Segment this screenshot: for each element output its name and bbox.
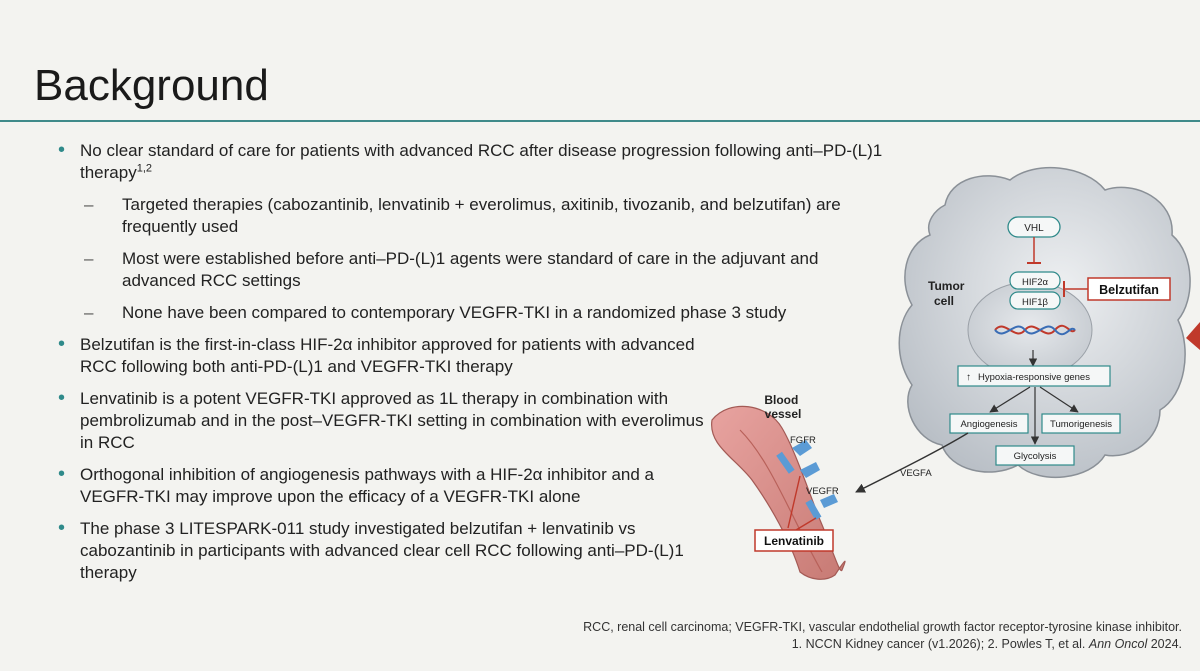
bullet-dot: • — [58, 387, 66, 409]
bullet-item: • No clear standard of care for patients… — [58, 139, 888, 184]
sub-bullet-text: Targeted therapies (cabozantinib, lenvat… — [122, 195, 841, 236]
bullet-item: • The phase 3 LITESPARK-011 study invest… — [58, 517, 720, 584]
bullet-text: Orthogonal inhibition of angiogenesis pa… — [80, 465, 654, 506]
bullet-text: Lenvatinib is a potent VEGFR-TKI approve… — [80, 389, 704, 452]
blood-vessel-lumen — [739, 429, 823, 573]
sub-bullet-text: Most were established before anti–PD-(L)… — [122, 249, 819, 290]
bullet-dot: • — [58, 333, 66, 355]
sub-bullet-dash: – — [84, 195, 94, 214]
lenvatinib-line-fgfr — [787, 475, 801, 529]
bullet-item: • Orthogonal inhibition of angiogenesis … — [58, 463, 720, 508]
belzutifan-label: Belzutifan — [1099, 283, 1159, 297]
footnote-references: 1. NCCN Kidney cancer (v1.2026); 2. Powl… — [583, 636, 1182, 653]
vhl-label: VHL — [1024, 223, 1044, 234]
blood-vessel-label: Blood vessel — [764, 393, 801, 421]
hif1b-label: HIF1β — [1022, 297, 1049, 308]
citation-superscript: 1,2 — [136, 162, 152, 175]
genes-to-tumorigenesis-arrow — [1039, 386, 1079, 413]
pointer-arrow-icon — [1186, 322, 1200, 350]
vegfr-receptor-icon — [805, 494, 838, 521]
tumor-cell-label: Tumor cell — [928, 279, 968, 308]
bullet-dot: • — [58, 463, 66, 485]
glycolysis-box — [995, 445, 1075, 466]
dna-helix-icon — [994, 324, 1076, 336]
glycolysis-label: Glycolysis — [1014, 451, 1057, 462]
lenvatinib-box — [754, 529, 834, 552]
genes-to-angiogenesis-arrow — [989, 386, 1031, 413]
sub-bullet-text: None have been compared to contemporary … — [122, 303, 787, 322]
bullet-item: • Belzutifan is the first-in-class HIF-2… — [58, 333, 720, 378]
fgfr-label: FGFR — [790, 435, 816, 446]
bullet-list: • No clear standard of care for patients… — [58, 139, 888, 594]
vegfr-label: VEGFR — [806, 486, 839, 497]
hif1b-node — [1009, 291, 1061, 310]
lenvatinib-label: Lenvatinib — [764, 534, 824, 548]
reference-text: 1. NCCN Kidney cancer (v1.2026); 2. Powl… — [791, 637, 1089, 651]
angiogenesis-box — [949, 413, 1029, 434]
hypoxia-genes-box — [957, 365, 1111, 387]
bullet-text: No clear standard of care for patients w… — [80, 141, 883, 182]
journal-name: Ann Oncol — [1088, 637, 1148, 651]
angiogenesis-label: Angiogenesis — [960, 419, 1017, 430]
hif2a-label: HIF2α — [1022, 277, 1049, 288]
lenvatinib-line-vegfr — [795, 517, 817, 531]
reference-year: 2024. — [1147, 637, 1182, 651]
title-divider — [0, 120, 1200, 122]
hypoxia-genes-label: Hypoxia-responsive genes — [978, 372, 1090, 383]
sub-bullet-dash: – — [84, 249, 94, 268]
sub-bullet-item: – None have been compared to contemporar… — [80, 302, 888, 324]
tumorigenesis-box — [1041, 413, 1121, 434]
hypoxia-up-arrow: ↑ — [966, 372, 971, 383]
sub-bullet-item: – Targeted therapies (cabozantinib, lenv… — [80, 194, 888, 238]
footnote-abbreviations: RCC, renal cell carcinoma; VEGFR-TKI, va… — [583, 620, 1182, 634]
fgfr-receptor-icon — [776, 440, 820, 478]
bullet-item: • Lenvatinib is a potent VEGFR-TKI appro… — [58, 387, 720, 454]
bullet-text: The phase 3 LITESPARK-011 study investig… — [80, 519, 684, 582]
hif2a-node — [1009, 271, 1061, 290]
vegfa-label: VEGFA — [900, 468, 932, 479]
bullet-text: Belzutifan is the first-in-class HIF-2α … — [80, 335, 695, 376]
belzutifan-box — [1087, 277, 1171, 301]
bullet-dot: • — [58, 139, 66, 161]
vegfa-arrow — [855, 432, 969, 493]
sub-bullet-item: – Most were established before anti–PD-(… — [80, 248, 888, 292]
tumorigenesis-label: Tumorigenesis — [1050, 419, 1112, 430]
bullet-dot: • — [58, 517, 66, 539]
slide-title: Background — [34, 61, 269, 110]
sub-bullet-dash: – — [84, 303, 94, 322]
footer-notes: RCC, renal cell carcinoma; VEGFR-TKI, va… — [583, 619, 1182, 653]
